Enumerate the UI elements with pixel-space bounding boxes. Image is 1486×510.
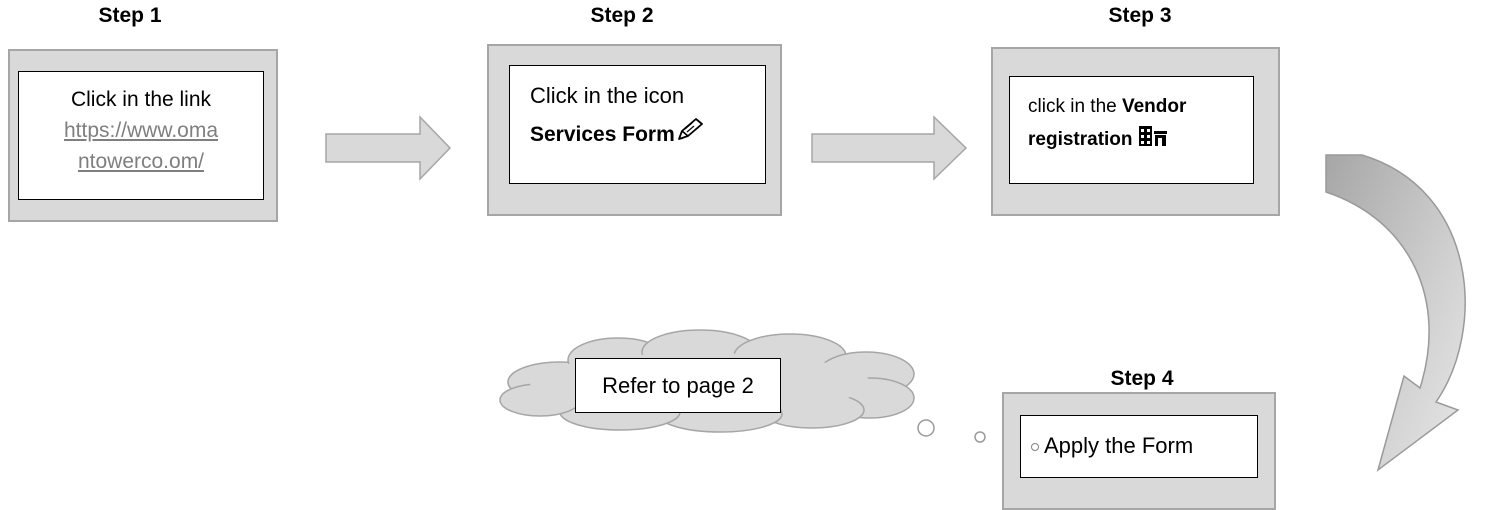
step-4-line: Apply the Form xyxy=(1031,430,1257,461)
step-3-line-2: registration xyxy=(1028,124,1253,155)
step-4-title: Step 4 xyxy=(1110,367,1174,390)
step-3-frame: click in the Vendor registration xyxy=(991,47,1280,216)
step-2-line-2: Services Form xyxy=(530,117,765,150)
cloud-text: Refer to page 2 xyxy=(602,373,754,398)
step-1-text: Click in the link xyxy=(70,88,212,111)
step-2-frame: Click in the icon Services Form xyxy=(487,44,782,216)
step-2-title: Step 2 xyxy=(590,4,654,27)
step-1-box: Click in the link https://www.oma ntower… xyxy=(18,71,264,200)
building-icon[interactable] xyxy=(1138,125,1168,147)
arrow-step2-to-step3 xyxy=(811,115,968,181)
step-4-box: Apply the Form xyxy=(1020,415,1258,478)
cloud-label-box: Refer to page 2 xyxy=(575,358,781,413)
step-2-box: Click in the icon Services Form xyxy=(509,65,766,184)
step-1-title: Step 1 xyxy=(98,4,162,27)
arrow-step1-to-step2 xyxy=(325,115,452,181)
step-2-text: Click in the icon xyxy=(530,83,685,108)
step-3-line-1: click in the Vendor xyxy=(1028,91,1253,122)
curved-arrow-step3-to-step4 xyxy=(1325,154,1466,472)
thought-bubble-large xyxy=(917,419,935,437)
step-1-link-line-2[interactable]: ntowerco.om/ xyxy=(77,150,205,173)
services-form-label: Services Form xyxy=(530,123,675,146)
step-3-box: click in the Vendor registration xyxy=(1009,76,1254,184)
step-3-title: Step 3 xyxy=(1108,4,1172,27)
step-4-frame: Apply the Form xyxy=(1002,392,1276,510)
step-1-frame: Click in the link https://www.oma ntower… xyxy=(8,49,278,222)
pencil-icon xyxy=(675,117,705,143)
step-4-text: Apply the Form xyxy=(1044,433,1194,458)
thought-bubble-small xyxy=(974,431,986,443)
step-1-link-line-1[interactable]: https://www.oma xyxy=(63,119,219,142)
bullet-dot-icon xyxy=(1031,443,1039,452)
registration-label: registration xyxy=(1028,129,1133,150)
vendor-label: Vendor xyxy=(1121,96,1187,117)
step-3-text: click in the xyxy=(1028,96,1117,117)
